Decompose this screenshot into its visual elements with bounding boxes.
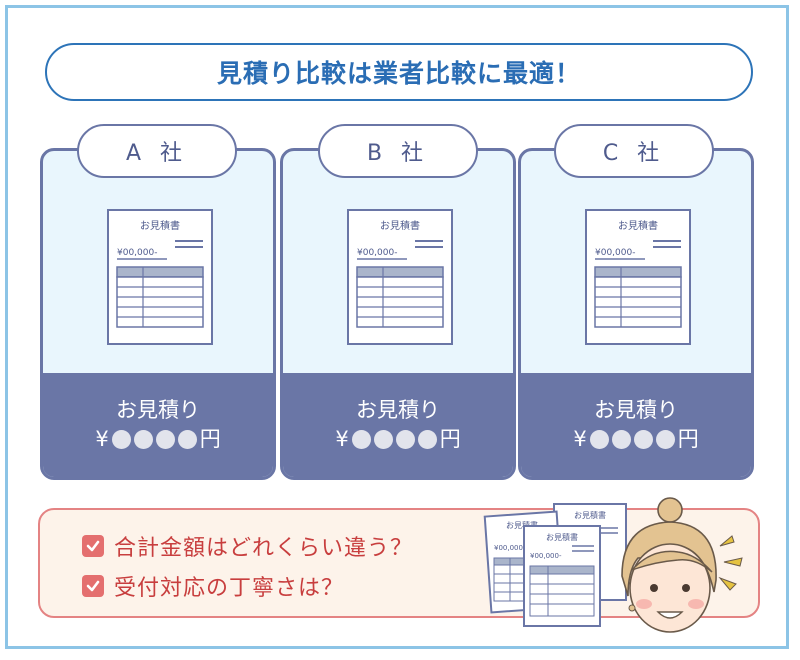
checklist-item: 合計金額はどれくらい違う？ [82, 530, 413, 562]
doc-title: お見積書 [506, 520, 538, 530]
quote-price: ¥ 円 [95, 424, 220, 454]
quote-price: ¥ 円 [335, 424, 460, 454]
yen-sign: ¥ [335, 427, 349, 451]
doc-title: お見積書 [380, 219, 420, 232]
quote-document-icon: お見積書 ¥00,000- [107, 209, 213, 345]
woman-with-quotes-illustration: お見積書 お見積書 ¥00,000- お見積書 ¥00,000- [483, 497, 743, 633]
checklist-item: 受付対応の丁寧さは？ [82, 570, 344, 602]
hidden-digit-dot [351, 429, 371, 449]
checklist-text: 受付対応の丁寧さは？ [114, 576, 345, 601]
checkmark-icon [82, 535, 104, 557]
quote-document-icon: お見積書 ¥00,000- [523, 525, 601, 627]
quote-document-icon: お見積書 ¥00,000- [585, 209, 691, 345]
yen-sign: ¥ [95, 427, 109, 451]
hidden-digit-dot [155, 429, 175, 449]
company-card-c: お見積書 ¥00,000- お見積り ¥ 円 [518, 148, 754, 480]
hidden-digit-dot [373, 429, 393, 449]
company-card-b: お見積書 ¥00,000- お見積り ¥ 円 [280, 148, 516, 480]
woman-face-icon [621, 497, 717, 633]
hidden-digit-dot [633, 429, 653, 449]
doc-amount: ¥00,000- [595, 248, 635, 258]
quote-summary: お見積り ¥ 円 [283, 373, 513, 477]
hidden-digit-dot [589, 429, 609, 449]
doc-amount: ¥00,000- [117, 248, 157, 258]
hidden-digit-dot [395, 429, 415, 449]
doc-amount: ¥00,000- [530, 552, 562, 560]
doc-title: お見積書 [574, 510, 606, 520]
doc-amount: ¥00,000- [357, 248, 397, 258]
doc-title: お見積書 [140, 219, 180, 232]
hidden-digit-dot [177, 429, 197, 449]
doc-amount: ¥00,000- [494, 544, 526, 552]
quote-summary: お見積り ¥ 円 [43, 373, 273, 477]
company-tab-c: C 社 [554, 124, 714, 178]
page-title: 見積り比較は業者比較に最適！ [216, 59, 581, 88]
yen-sign: ¥ [573, 427, 587, 451]
quote-label: お見積り [594, 398, 678, 422]
doc-title: お見積書 [618, 219, 658, 232]
hidden-digit-dot [111, 429, 131, 449]
sparkle-icon [718, 535, 743, 591]
yen-suffix: 円 [439, 427, 461, 451]
quote-document-icon: お見積書 ¥00,000- [347, 209, 453, 345]
quote-price: ¥ 円 [573, 424, 698, 454]
quote-summary: お見積り ¥ 円 [521, 373, 751, 477]
yen-suffix: 円 [199, 427, 221, 451]
checklist-text: 合計金額はどれくらい違う？ [114, 536, 414, 561]
company-card-a: お見積書 ¥00,000- お見積り ¥ 円 [40, 148, 276, 480]
checkmark-icon [82, 575, 104, 597]
quote-label: お見積り [356, 398, 440, 422]
company-tab-b: B 社 [318, 124, 478, 178]
hidden-digit-dot [133, 429, 153, 449]
quote-label: お見積り [116, 398, 200, 422]
title-banner: 見積り比較は業者比較に最適！ [45, 43, 753, 101]
hidden-digit-dot [655, 429, 675, 449]
doc-title: お見積書 [546, 532, 578, 542]
hidden-digit-dot [611, 429, 631, 449]
yen-suffix: 円 [677, 427, 699, 451]
company-tab-a: A 社 [77, 124, 237, 178]
hidden-digit-dot [417, 429, 437, 449]
